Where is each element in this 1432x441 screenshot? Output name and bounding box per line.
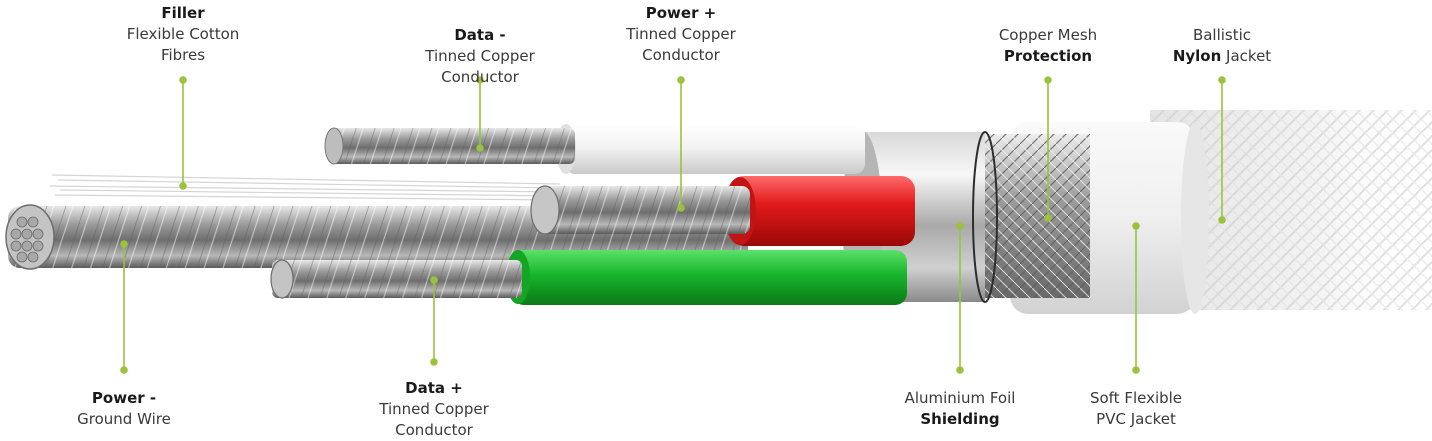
label-power-minus: Power - Ground Wire — [77, 389, 171, 428]
data-minus-wire — [324, 124, 865, 174]
power-plus-wire — [530, 176, 915, 246]
label-pvc-jacket: Soft Flexible PVC Jacket — [1089, 389, 1183, 428]
label-foil-shielding: Aluminium Foil Shielding — [904, 389, 1016, 428]
label-filler: Filler Flexible Cotton Fibres — [126, 4, 240, 64]
copper-mesh — [970, 134, 1090, 298]
label-data-plus: Data + Tinned Copper Conductor — [379, 379, 489, 439]
label-power-plus: Power + Tinned Copper Conductor — [626, 4, 736, 64]
label-data-minus: Data - Tinned Copper Conductor — [425, 26, 535, 86]
filler-fibres — [49, 174, 561, 201]
label-nylon-jacket: Ballistic Nylon Jacket — [1172, 26, 1272, 65]
label-copper-mesh: Copper Mesh Protection — [998, 26, 1098, 65]
callout-lines — [120, 76, 1226, 374]
data-plus-wire — [270, 250, 907, 305]
